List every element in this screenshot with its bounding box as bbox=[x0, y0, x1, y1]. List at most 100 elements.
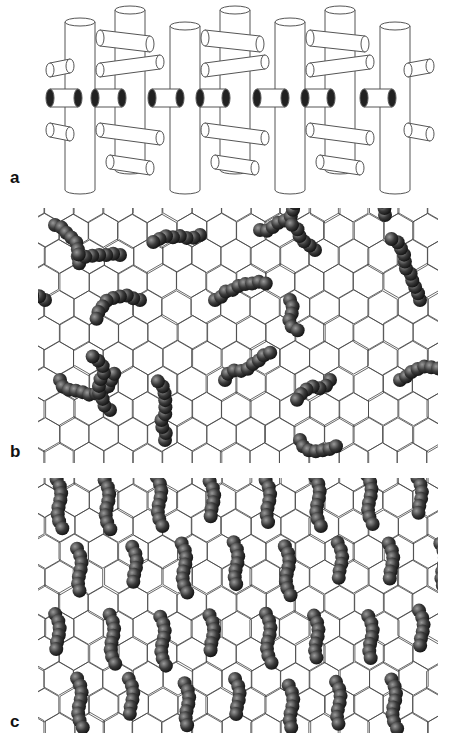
molecule bbox=[433, 536, 438, 599]
figure-part bbox=[115, 6, 145, 14]
figure-part bbox=[170, 26, 171, 190]
lattice-net bbox=[38, 478, 438, 733]
figure-part bbox=[384, 232, 398, 246]
figure-part bbox=[201, 123, 209, 137]
figure-part bbox=[118, 89, 126, 107]
figure-part bbox=[284, 720, 298, 733]
figure-part bbox=[261, 131, 269, 145]
zigzag-channel bbox=[201, 123, 269, 145]
zigzag-channel bbox=[148, 89, 184, 107]
zigzag-channel bbox=[301, 89, 335, 107]
molecule bbox=[282, 293, 304, 337]
figure-part bbox=[281, 89, 289, 107]
figure-part bbox=[76, 720, 90, 733]
molecule bbox=[208, 275, 273, 307]
zigzag-channel bbox=[96, 55, 164, 77]
figure-part bbox=[404, 63, 412, 77]
figure-part bbox=[204, 643, 218, 657]
figure-part bbox=[156, 55, 164, 69]
figure-part bbox=[196, 89, 204, 107]
lattice-net bbox=[38, 208, 438, 463]
figure-part bbox=[259, 277, 273, 291]
vertical-channel bbox=[325, 6, 355, 174]
molecule bbox=[178, 676, 197, 732]
figure-part bbox=[100, 55, 160, 77]
zigzag-channel bbox=[106, 155, 154, 175]
figure-part bbox=[170, 26, 200, 190]
figure-part bbox=[250, 10, 251, 170]
figure-part bbox=[410, 26, 411, 190]
molecule bbox=[146, 228, 207, 249]
zigzag-channel bbox=[196, 89, 230, 107]
lattice-with-molecules bbox=[38, 478, 438, 733]
molecule bbox=[122, 672, 141, 721]
zigzag-channel bbox=[46, 123, 74, 141]
figure-part bbox=[364, 651, 378, 665]
panel-label: b bbox=[8, 442, 22, 461]
figure-part bbox=[291, 323, 305, 337]
figure-part bbox=[211, 155, 219, 169]
figure-part bbox=[325, 6, 355, 14]
molecule bbox=[285, 218, 322, 257]
figure-part bbox=[380, 190, 410, 194]
figure-part bbox=[151, 374, 165, 388]
molecule bbox=[70, 671, 90, 733]
figure-part bbox=[360, 89, 368, 107]
figure-part bbox=[100, 30, 150, 52]
molecule bbox=[278, 539, 298, 602]
molecule bbox=[282, 678, 301, 733]
molecule bbox=[410, 478, 429, 520]
molecule bbox=[382, 537, 401, 586]
figure-part bbox=[377, 208, 391, 215]
molecule bbox=[360, 478, 380, 531]
figure-part bbox=[65, 18, 95, 26]
figure-part bbox=[366, 131, 374, 145]
figure-part bbox=[65, 190, 95, 194]
figure-part bbox=[263, 346, 277, 360]
figure-part bbox=[390, 722, 404, 733]
molecule bbox=[53, 367, 121, 402]
zigzag-channel bbox=[360, 89, 396, 107]
vertical-channel bbox=[170, 22, 200, 194]
figure-part bbox=[146, 36, 154, 52]
figure-part bbox=[437, 543, 438, 557]
figure-part bbox=[38, 478, 438, 733]
figure-part bbox=[145, 10, 146, 170]
molecule bbox=[308, 478, 328, 533]
molecule bbox=[290, 373, 337, 407]
figure-part bbox=[100, 123, 160, 145]
figure-part bbox=[301, 89, 309, 107]
figure-part bbox=[314, 519, 328, 533]
figure-part bbox=[200, 26, 201, 190]
figure-part bbox=[380, 22, 410, 30]
figure-part bbox=[375, 208, 389, 209]
figure-part bbox=[413, 639, 427, 653]
molecule bbox=[38, 288, 52, 315]
figure-part bbox=[316, 155, 324, 169]
figure-part bbox=[306, 63, 314, 77]
figure-part bbox=[431, 361, 438, 375]
figure-part bbox=[155, 519, 169, 533]
molecule bbox=[86, 350, 117, 417]
figure-part bbox=[331, 717, 345, 731]
molecule bbox=[228, 672, 247, 721]
figure-part bbox=[380, 26, 410, 190]
molecule bbox=[412, 604, 431, 653]
zigzag-channel bbox=[46, 59, 74, 77]
figure-part bbox=[170, 22, 200, 30]
molecule bbox=[372, 208, 411, 222]
figure-part bbox=[201, 63, 209, 77]
molecule bbox=[203, 478, 222, 523]
molecule bbox=[307, 609, 326, 665]
figure-part bbox=[309, 651, 323, 665]
figure-part bbox=[275, 18, 305, 26]
zigzag-channel bbox=[306, 55, 374, 77]
figure-part bbox=[426, 59, 434, 73]
zigzag-channel bbox=[201, 30, 264, 52]
molecule bbox=[227, 535, 246, 591]
figure-part bbox=[361, 36, 369, 52]
figure-part bbox=[329, 439, 343, 453]
figure-part bbox=[180, 718, 194, 732]
figure-part bbox=[215, 155, 255, 175]
figure-part bbox=[66, 127, 74, 141]
